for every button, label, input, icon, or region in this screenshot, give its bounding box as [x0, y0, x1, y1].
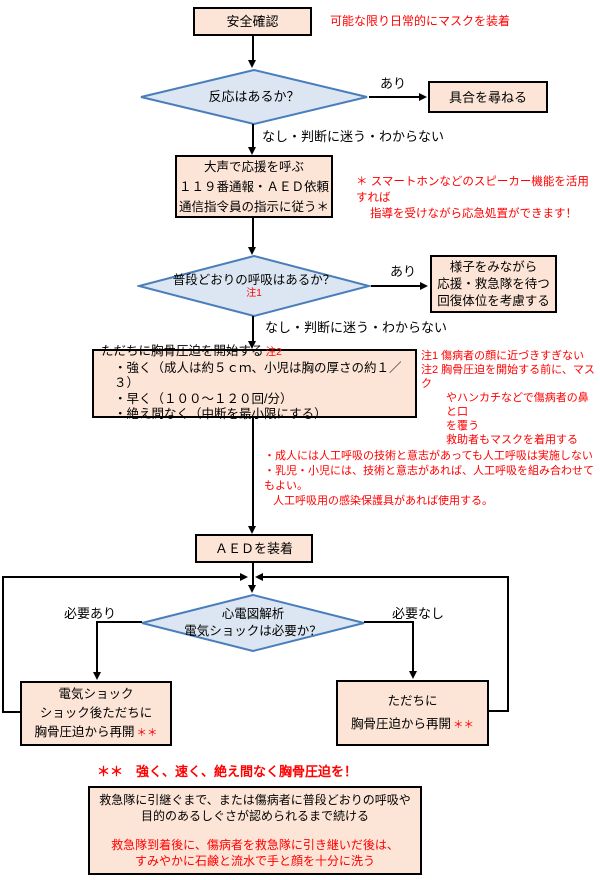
ecg-diamond: 心電図解析 電気ショックは必要か？ [140, 594, 366, 652]
connector-breathing-yes [371, 285, 421, 287]
wait-recovery-box: 様子をみながら 応援・救急隊を待つ 回復体位を考慮する [430, 255, 557, 313]
cpr-item: ・早く（１００～１２０回/分） [114, 391, 293, 406]
mask-cover-note-line: やハンカチなどで傷病者の鼻と口 [446, 392, 589, 418]
connector-ecg-yes-v [96, 621, 98, 673]
aed-attach-box: ＡＥＤを装着 [195, 534, 313, 563]
arrowhead-right-icon [419, 92, 427, 101]
breathing-question: 普段どおりの呼吸はあるか？ [172, 273, 336, 287]
call-line: 大声で応援を呼ぶ [203, 159, 304, 174]
mask-cover-note-line: を覆う [446, 420, 479, 432]
call-line: 通信指令員の指示に従う＊ [178, 199, 329, 214]
safety-check-label: 安全確認 [226, 14, 279, 29]
wait-recovery-line: 応援・救急隊を待つ [437, 276, 550, 291]
continue-line: 目的のあるしぐさが認められるまで続ける [140, 809, 369, 823]
resume-line: 胸骨圧迫から再開 [350, 716, 451, 731]
arrowhead-right-icon [420, 281, 428, 290]
mask-cover-note: 注1 傷病者の顔に近づきすぎない 注2 胸骨圧迫を開始する前に、マスク やハンカ… [421, 349, 599, 447]
connector-breathing-to-cpr [252, 316, 254, 342]
arrowhead-down-icon [92, 672, 101, 680]
mask-cover-note-line: 注1 傷病者の顔に近づきすぎない [421, 350, 585, 362]
response-question: 反応はあるか？ [208, 89, 300, 104]
mask-cover-note-line: 救助者もマスクを着用する [446, 434, 578, 446]
rescue-breath-note-line: ・成人には人工呼吸の技術と意志があっても人工呼吸は実施しない [264, 450, 593, 462]
loop-line-right-side [507, 576, 509, 712]
arrowhead-down-icon [248, 341, 256, 349]
resume-line: ただちに [387, 693, 438, 708]
rescue-breath-note: ・成人には人工呼吸の技術と意志があっても人工呼吸は実施しない ・乳児・小児には、… [264, 449, 600, 509]
response-no-label: なし・判断に迷う・わからない [262, 129, 445, 144]
call-line: １１９番通報・ＡＥＤ依頼 [178, 179, 329, 194]
connector-ecg-no-v [412, 621, 414, 672]
breathing-yes-label: あり [390, 264, 417, 279]
loop-line-left-bottom [2, 711, 20, 713]
response-yes-label: あり [380, 76, 407, 91]
resume-ref: ＊＊ [453, 718, 474, 731]
ecg-line: 心電図解析 [221, 607, 285, 621]
arrowhead-down-icon [248, 247, 256, 255]
rescue-breath-note-line: 人工呼吸用の感染保護具があれば使用する。 [273, 495, 493, 507]
rescue-breath-note-line: ・乳児・小児には、技術と意志があれば、人工呼吸を組み合わせてもよい。 [264, 465, 594, 492]
wait-recovery-line: 様子をみながら [449, 259, 538, 274]
shock-box: 電気ショック ショック後ただちに 胸骨圧迫から再開＊＊ [20, 681, 172, 746]
mask-wear-note: 可能な限り日常的にマスクを装着 [330, 14, 511, 28]
shock-not-needed-label: 必要なし [392, 606, 445, 621]
smartphone-note: ＊ スマートホンなどのスピーカー機能を活用すれば 指導を受けながら応急処置ができ… [356, 174, 600, 222]
response-diamond: 反応はあるか？ [139, 69, 369, 125]
breathing-no-label: なし・判断に迷う・わからない [265, 320, 448, 335]
continue-line: 救急隊に引継ぐまで、または傷病者に普段どおりの呼吸や [99, 792, 411, 807]
breathing-diamond: 普段どおりの呼吸はあるか？ 注1 [137, 255, 371, 317]
arrowhead-down-icon [408, 671, 417, 679]
ask-condition-label: 具合を尋ねる [448, 89, 527, 105]
connector-ecg-yes-h [96, 621, 142, 623]
shock-line: ショック後ただちに [39, 705, 153, 720]
smartphone-note-line: 指導を受けながら応急処置ができます！ [370, 208, 577, 220]
cpr-title: ただちに胸骨圧迫を開始する [101, 344, 264, 359]
connector-aed-to-ecg [252, 563, 254, 586]
cpr-item: ・絶え間なく（中断を最小限にする） [114, 407, 327, 422]
compress-hard-note: ＊＊ 強く、速く、絶え間なく胸骨圧迫を！ [97, 764, 358, 779]
arrowhead-down-icon [248, 147, 256, 155]
connector-response-yes [369, 96, 420, 98]
connector-ecg-no-h [364, 621, 414, 623]
connector-cpr-to-aed [252, 418, 254, 527]
loop-line-right-bottom [489, 710, 509, 712]
cpr-title-ref: 注2 [265, 346, 282, 359]
cpr-item: ・強く（成人は約５ｃｍ、小児は胸の厚さの約１／３） [114, 360, 402, 391]
shock-ref: ＊＊ [136, 726, 158, 739]
call-for-help-box: 大声で応援を呼ぶ １１９番通報・ＡＥＤ依頼 通信指令員の指示に従う＊ [175, 155, 333, 218]
smartphone-note-line: ＊ スマートホンなどのスピーカー機能を活用すれば [356, 176, 589, 204]
ecg-diamond-shape [141, 594, 365, 652]
shock-line: 電気ショック [58, 686, 134, 701]
wait-recovery-line: 回復体位を考慮する [437, 293, 550, 308]
response-diamond-shape [140, 69, 368, 125]
mask-cover-note-line: 注2 胸骨圧迫を開始する前に、マスク [421, 364, 595, 390]
aed-attach-label: ＡＥＤを装着 [214, 541, 293, 556]
continue-until-box: 救急隊に引継ぐまで、または傷病者に普段どおりの呼吸や 目的のあるしぐさが認められ… [88, 786, 422, 875]
connector-call-to-breathing [252, 218, 254, 248]
loop-line-left-top [2, 576, 240, 578]
safety-check-box: 安全確認 [193, 7, 312, 36]
resume-cpr-box: ただちに 胸骨圧迫から再開＊＊ [336, 680, 489, 746]
arrowhead-down-icon [248, 60, 256, 68]
ask-condition-box: 具合を尋ねる [428, 81, 548, 113]
wash-hands-line: すみやかに石鹸と流水で手と顔を十分に洗う [134, 854, 375, 868]
arrowhead-down-icon [248, 585, 256, 593]
ecg-line: 電気ショックは必要か？ [184, 624, 322, 638]
wash-hands-line: 救急隊到着後に、傷病者を救急隊に引き継いだ後は、 [111, 837, 399, 852]
loop-line-right-top [262, 576, 508, 578]
connector-safety-to-response [252, 36, 254, 61]
arrowhead-right-icon [240, 572, 248, 581]
loop-line-left-side [2, 576, 4, 713]
breathing-note-ref: 注1 [246, 288, 262, 299]
cpr-start-box: ただちに胸骨圧迫を開始する注2 ・強く（成人は約５ｃｍ、小児は胸の厚さの約１／３… [92, 344, 417, 421]
shock-needed-label: 必要あり [64, 606, 117, 621]
connector-response-to-call [252, 124, 254, 148]
arrowhead-down-icon [248, 526, 256, 534]
shock-line: 胸骨圧迫から再開 [34, 724, 135, 739]
arrowhead-left-icon [255, 572, 263, 581]
breathing-diamond-shape [137, 255, 371, 317]
